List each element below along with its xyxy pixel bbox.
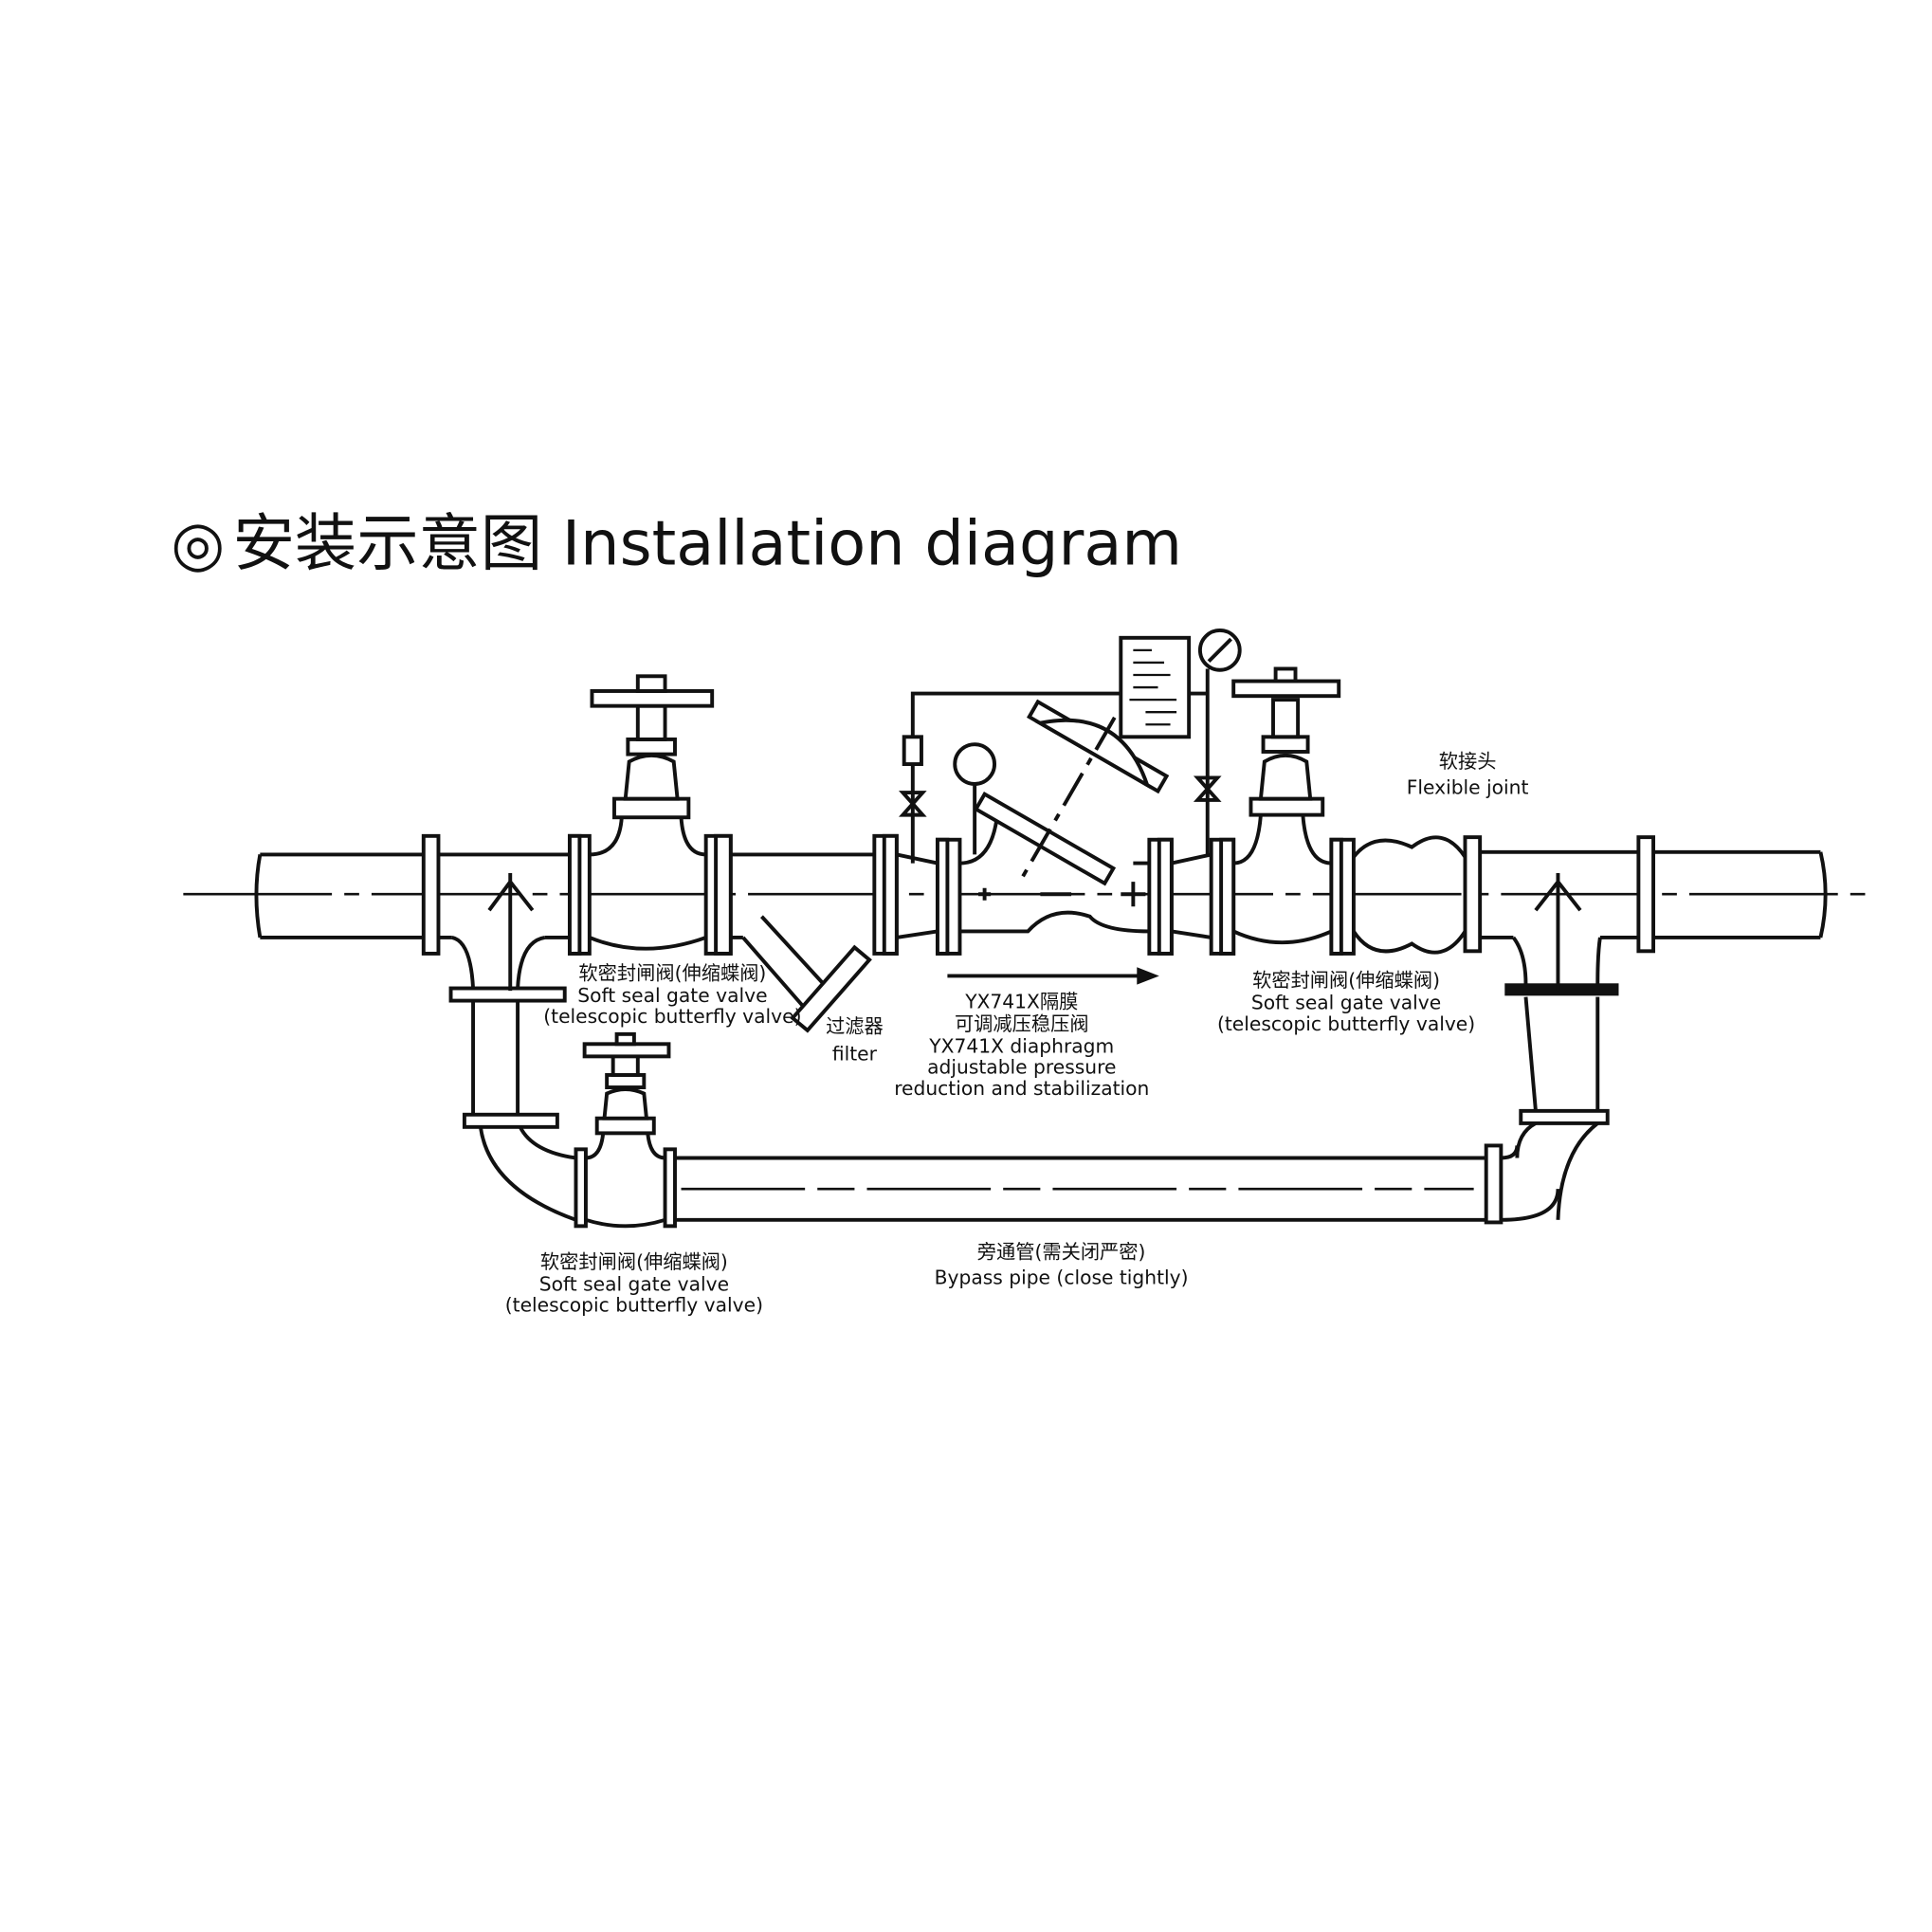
right-riser <box>1504 873 1619 1220</box>
label-en: YX741X diaphragm <box>928 1034 1114 1057</box>
label-en: Soft seal gate valve <box>577 984 767 1007</box>
label-zh: 过滤器 <box>826 1015 884 1038</box>
label-en: Soft seal gate valve <box>1251 992 1441 1014</box>
label-en: Flexible joint <box>1407 775 1529 798</box>
diaphragm-pressure-valve <box>953 699 1170 934</box>
bypass-pipe <box>574 1143 1560 1229</box>
label-zh: 软密封闸阀(伸缩蝶阀) <box>578 961 766 984</box>
gate-valve-left <box>589 674 715 951</box>
flanges <box>421 833 1656 956</box>
label-en: reduction and stabilization <box>894 1077 1149 1100</box>
label-gate-valve-bypass: 软密封闸阀(伸缩蝶阀) Soft seal gate valve (telesc… <box>505 1250 763 1317</box>
gate-valve-bypass <box>582 1031 671 1229</box>
label-gate-valve-left: 软密封闸阀(伸缩蝶阀) Soft seal gate valve (telesc… <box>543 961 801 1028</box>
flexible-joint <box>1352 835 1467 955</box>
label-bypass-pipe: 旁通管(需关闭严密) Bypass pipe (close tightly) <box>935 1240 1189 1288</box>
label-zh: 旁通管(需关闭严密) <box>977 1240 1146 1263</box>
label-zh: 软密封闸阀(伸缩蝶阀) <box>1252 969 1440 992</box>
pilot-assembly <box>899 629 1242 864</box>
label-en: (telescopic butterfly valve) <box>543 1005 801 1028</box>
label-zh: 软接头 <box>1439 750 1497 773</box>
label-en: Soft seal gate valve <box>539 1272 729 1295</box>
label-filter: 过滤器 filter <box>826 1015 884 1066</box>
label-en: (telescopic butterfly valve) <box>1217 1012 1475 1035</box>
gate-valve-right <box>1231 666 1341 945</box>
label-zh: 可调减压稳压阀 <box>955 1012 1089 1035</box>
left-riser <box>448 873 577 1222</box>
label-zh: YX741X隔膜 <box>964 990 1078 1012</box>
label-en: Bypass pipe (close tightly) <box>935 1267 1189 1289</box>
label-gate-valve-right: 软密封闸阀(伸缩蝶阀) Soft seal gate valve (telesc… <box>1217 969 1475 1035</box>
label-en: adjustable pressure <box>927 1056 1116 1079</box>
page-title: 安装示意图 Installation diagram <box>233 508 1182 580</box>
flow-direction-arrow <box>947 967 1159 985</box>
label-main-valve: YX741X隔膜 可调减压稳压阀 YX741X diaphragm adjust… <box>894 990 1149 1099</box>
label-zh: 软密封闸阀(伸缩蝶阀) <box>540 1250 728 1273</box>
label-en: filter <box>832 1042 878 1065</box>
title-symbol: ◎ <box>171 508 225 580</box>
y-strainer-filter <box>741 915 872 1033</box>
label-en: (telescopic butterfly valve) <box>505 1293 763 1316</box>
label-flexible-joint: 软接头 Flexible joint <box>1407 750 1529 798</box>
